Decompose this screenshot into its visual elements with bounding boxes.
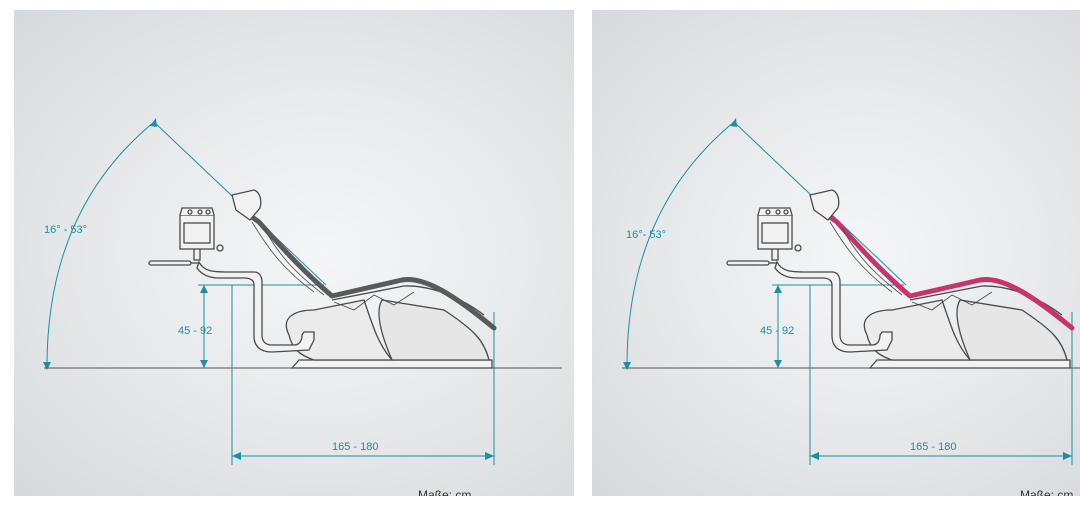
dimension-lines <box>623 118 1073 465</box>
angle-arc <box>626 121 735 367</box>
upholstery <box>239 207 497 331</box>
monitor-unit <box>757 214 793 250</box>
angle-arrow-top <box>150 118 157 127</box>
units-label: Maße: cm <box>1020 488 1074 496</box>
angle-arrow-bottom <box>43 362 51 370</box>
chair-drawing: 16° - 53° 45 - 92 165 - 180 <box>43 118 562 465</box>
instrument-tray <box>726 260 770 266</box>
upholstery <box>817 207 1075 331</box>
height-label: 45 - 92 <box>178 325 212 337</box>
chair-base <box>290 359 493 369</box>
dental-chair <box>726 189 1075 369</box>
headrest <box>809 189 840 221</box>
height-label: 45 - 92 <box>760 325 794 337</box>
dental-chair <box>148 189 497 369</box>
instrument-tray <box>148 260 192 266</box>
instrument-arm <box>774 260 893 353</box>
headrest <box>231 189 262 221</box>
instrument-arm <box>196 260 315 353</box>
chair-drawing: 16°- 53° 45 - 92 165 - 180 <box>622 118 1080 465</box>
length-label: 165 - 180 <box>332 441 378 453</box>
angle-label: 16°- 53° <box>626 229 666 241</box>
angle-label: 16° - 53° <box>44 224 87 236</box>
dimension-lines <box>43 118 495 465</box>
chair-diagram-color: 16°- 53° 45 - 92 165 - 180 Maße: cm <box>592 10 1080 496</box>
chair-base <box>868 359 1071 369</box>
units-label: Maße: cm <box>418 488 472 496</box>
monitor-unit <box>179 214 215 250</box>
angle-arc <box>46 121 155 367</box>
length-label: 165 - 180 <box>910 441 956 453</box>
chair-diagram-standard: 16° - 53° 45 - 92 165 - 180 Maße: cm <box>14 10 574 496</box>
chair-pedestal <box>285 299 394 361</box>
chair-pedestal <box>863 299 972 361</box>
